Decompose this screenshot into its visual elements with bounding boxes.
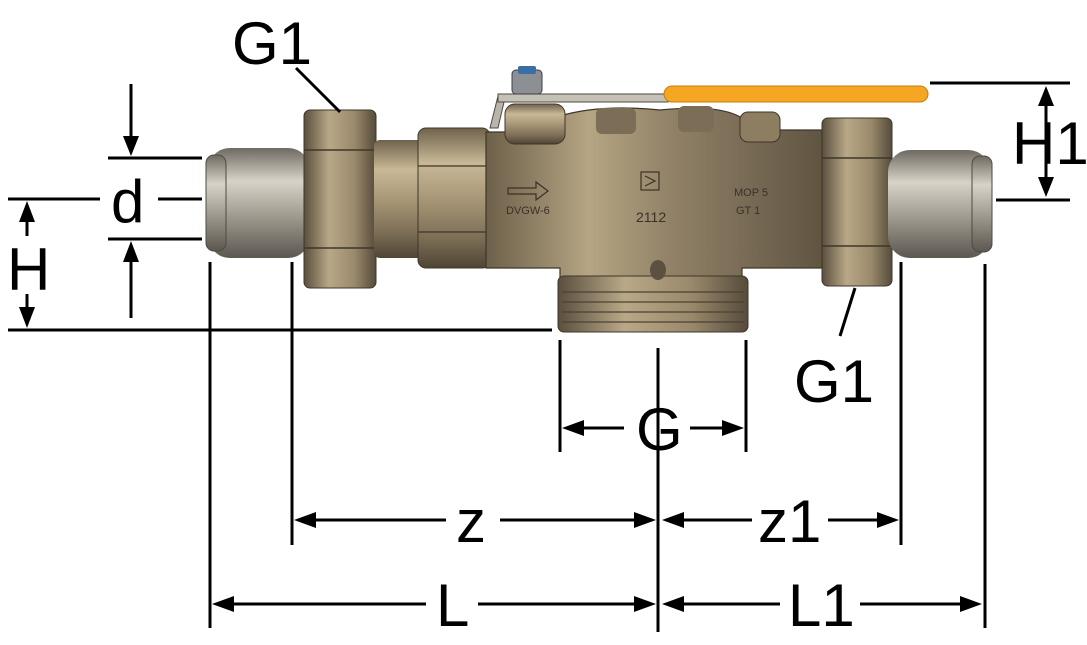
left-press-fitting xyxy=(208,148,310,258)
label-h1: H1 xyxy=(1012,110,1087,177)
label-d: d xyxy=(111,168,144,235)
right-press-fitting xyxy=(888,150,990,258)
ball-valve-handle xyxy=(489,66,929,129)
label-l1: L1 xyxy=(788,572,855,639)
logo-marking xyxy=(640,171,660,191)
label-z: z xyxy=(456,488,486,555)
dimension-labels: G1 H1 d H G1 G z z1 L L1 xyxy=(7,10,1087,639)
label-h: H xyxy=(7,236,50,303)
body-marking-left: DVGW-6 xyxy=(506,205,550,217)
dimension-lines xyxy=(8,66,1070,632)
label-z1: z1 xyxy=(758,488,821,555)
handle-grip xyxy=(663,85,929,103)
label-g: G xyxy=(636,396,683,463)
left-coupling-nut xyxy=(417,127,491,269)
label-l: L xyxy=(436,572,469,639)
body-marking-right-2: GT 1 xyxy=(736,205,760,217)
right-union-nut xyxy=(821,117,893,287)
valve-illustration: DVGW-6 2112 MOP 5 GT 1 xyxy=(205,66,993,333)
flow-arrow-marking xyxy=(507,180,549,202)
left-union-nut xyxy=(303,109,377,289)
body-marking-center: 2112 xyxy=(636,209,666,225)
bottom-thread xyxy=(557,275,749,333)
label-g1-top: G1 xyxy=(232,10,312,77)
body-marking-right-1: MOP 5 xyxy=(734,187,768,199)
label-g1-bottom: G1 xyxy=(794,348,874,415)
left-sleeve xyxy=(374,140,424,258)
